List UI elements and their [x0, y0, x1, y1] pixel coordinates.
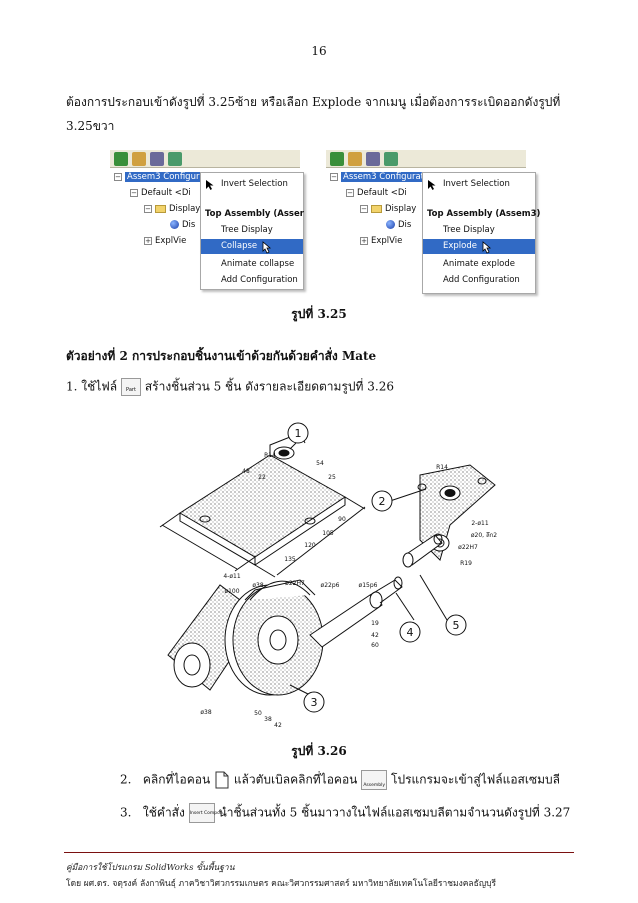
tree-default[interactable]: −Default <Di [346, 188, 407, 198]
tree-display[interactable]: −Display [360, 204, 417, 214]
step-3: 3. ใช้คำสั่ง Insert Compon... นำชิ้นส่วน… [120, 803, 570, 823]
footer-rule [64, 852, 574, 853]
dim-label: 50 [254, 710, 262, 717]
dim-label: 22 [258, 474, 266, 481]
dim-label: R14 [264, 452, 276, 459]
dim-label: ø38 [200, 709, 211, 716]
menu-animate-collapse[interactable]: Animate collapse [221, 259, 295, 269]
folder-icon [371, 204, 382, 213]
property-manager-icon[interactable] [348, 152, 362, 166]
dim-label: 38 [264, 716, 272, 723]
display-state-icon [170, 220, 179, 229]
dim-label: ø100 [224, 588, 239, 595]
dim-label: 54 [316, 460, 324, 467]
menu-top-assembly: Top Assembly (Assem3) [427, 209, 541, 219]
dim-label: R19 [460, 560, 472, 567]
figure-caption: รูปที่ 3.26 [291, 744, 347, 758]
hand-cursor-icon [262, 241, 272, 254]
hand-cursor-icon [482, 241, 492, 254]
menu-collapse[interactable]: Collapse [201, 239, 303, 254]
tree-default[interactable]: −Default <Di [130, 188, 191, 198]
part-icon[interactable]: Part [120, 378, 141, 396]
configuration-manager-icon[interactable] [150, 152, 164, 166]
dim-label: 48 [242, 468, 250, 475]
balloon-4: 4 [407, 626, 414, 639]
context-menu: Invert Selection Top Assembly (Assem3) T… [422, 172, 541, 294]
folder-icon [155, 204, 166, 213]
exploded-assembly-drawing: 1 2 3 4 5 R14 48 22 54 25 90 105 120 135… [159, 422, 497, 729]
tree-dis[interactable]: Dis [386, 220, 411, 230]
balloon-3: 3 [311, 696, 318, 709]
dim-label: 42 [371, 632, 379, 639]
menu-invert-selection[interactable]: Invert Selection [443, 179, 510, 189]
dim-label: ø22H7 [285, 580, 305, 587]
page-number: 16 [311, 44, 327, 58]
tree-explview[interactable]: +ExplVie [360, 236, 403, 246]
display-state-icon [386, 220, 395, 229]
toolbar [326, 150, 526, 168]
dim-label: ø22H7 [458, 544, 478, 551]
new-document-icon[interactable] [214, 771, 230, 789]
dim-label: ø22p6 [321, 582, 340, 589]
display-manager-icon[interactable] [168, 152, 182, 166]
tree-root[interactable]: −Assem3 Configuration(s) [114, 172, 234, 182]
configuration-manager-icon[interactable] [366, 152, 380, 166]
cursor-arrow-icon [428, 180, 436, 190]
balloon-2: 2 [379, 495, 386, 508]
dim-label: 25 [328, 474, 336, 481]
dim-label: ø15p6 [359, 582, 378, 589]
property-manager-icon[interactable] [132, 152, 146, 166]
left-screenshot: −Assem3 Configuration(s) −Default <Di −D… [110, 150, 304, 295]
cursor-arrow-icon [206, 180, 214, 190]
dim-label: 19 [371, 620, 379, 627]
tree-display[interactable]: −Display [144, 204, 201, 214]
dim-label: 105 [322, 530, 334, 537]
example-heading: ตัวอย่างที่ 2 การประกอบชิ้นงานเข้าด้วยกั… [66, 349, 377, 363]
footer-author: โดย ผศ.ดร. จตุรงค์ ลังกาพินธุ์ ภาควิชาวิ… [66, 879, 497, 889]
feature-manager-icon[interactable] [330, 152, 344, 166]
dim-label: ø20, ลึก2 [471, 532, 497, 539]
display-manager-icon[interactable] [384, 152, 398, 166]
footer-title: คู่มือการใช้โปรแกรม SolidWorks ขั้นพื้นฐ… [66, 863, 235, 873]
tree-dis[interactable]: Dis [170, 220, 195, 230]
menu-invert-selection[interactable]: Invert Selection [221, 179, 288, 189]
dim-label: 120 [304, 542, 316, 549]
menu-add-configuration[interactable]: Add Configuration [443, 275, 520, 285]
menu-tree-display[interactable]: Tree Display [221, 225, 273, 235]
menu-explode[interactable]: Explode [423, 239, 535, 254]
balloon-5: 5 [453, 619, 460, 632]
tree-explview[interactable]: +ExplVie [144, 236, 187, 246]
menu-add-configuration[interactable]: Add Configuration [221, 275, 298, 285]
dim-label: ø38 [252, 582, 263, 589]
assembly-icon[interactable]: Assembly [361, 770, 388, 790]
dim-label: R14 [436, 464, 448, 471]
dim-label: 4-ø11 [223, 573, 240, 580]
intro-line-1: ต้องการประกอบเข้าดังรูปที่ 3.25ซ้าย หรือ… [66, 95, 561, 109]
feature-manager-icon[interactable] [114, 152, 128, 166]
balloon-1: 1 [295, 427, 302, 440]
step-2: 2. คลิกที่ไอคอน แล้วตับเบิลคลิกที่ไอคอน … [120, 770, 560, 790]
right-screenshot: −Assem3 Configuration(s) −Default <Di −D… [326, 150, 540, 295]
dim-label: 2-ø11 [471, 520, 488, 527]
menu-top-assembly: Top Assembly (Asser [205, 209, 304, 219]
menu-animate-explode[interactable]: Animate explode [443, 259, 516, 269]
intro-line-2: 3.25ขวา [66, 119, 115, 133]
menu-tree-display[interactable]: Tree Display [443, 225, 495, 235]
figure-caption: รูปที่ 3.25 [291, 307, 347, 321]
tree-root[interactable]: −Assem3 Configuration(s) [330, 172, 450, 182]
dim-label: 90 [338, 516, 346, 523]
context-menu: Invert Selection Top Assembly (Asser Tre… [200, 172, 304, 290]
insert-component-icon[interactable]: Insert Compon... [188, 803, 227, 823]
dim-label: 135 [284, 556, 296, 563]
step-1: 1. ใช้ไฟล์ Part สร้างชิ้นส่วน 5 ชิ้น ดัง… [66, 378, 394, 396]
toolbar [110, 150, 300, 168]
dim-label: 60 [371, 642, 379, 649]
dim-label: 42 [274, 722, 282, 729]
